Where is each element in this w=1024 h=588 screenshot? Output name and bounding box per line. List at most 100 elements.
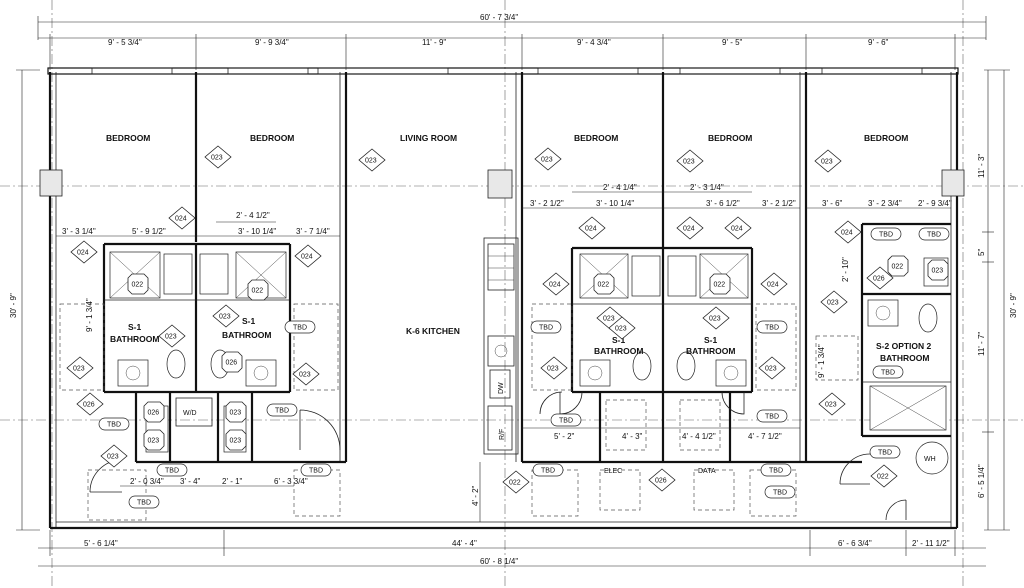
tag-023-9-text: 023 [765,366,777,373]
tbd-tag-1-text: TBD [293,325,307,332]
dim-left-10: 6' - 3 3/4" [274,477,308,486]
dim-left-5: 3' - 7 1/4" [296,227,330,236]
fixture-labels: W/D DW R/F ELEC DATA WH [175,369,936,475]
refrigerator-label: R/F [499,429,506,440]
tag-024-1: 024 [168,206,196,230]
dim-right-7: 3' - 6" [822,199,843,208]
tag-023-4: 023 [676,149,704,173]
tbd-tag-6-text: TBD [559,418,573,425]
bath-5-code: S-2 OPTION 2 [876,341,932,351]
door-swings [89,391,907,521]
tag-023-3: 023 [534,147,562,171]
tag-024-1-text: 024 [175,216,187,223]
oct-022-1: 022 [127,273,149,295]
tag-023-17: 023 [608,316,636,340]
top-dim-5: 9' - 5" [722,38,743,47]
tag-023-2: 023 [358,148,386,172]
tag-023-10-text: 023 [827,300,839,307]
tag-023-6-text: 023 [73,366,85,373]
tag-024-5-text: 024 [767,282,779,289]
tag-023-1-text: 023 [211,155,223,162]
right-dim-3: 11' - 7" [977,332,986,356]
oct-023-3: 023 [225,429,247,451]
bath-3-name: BATHROOM [594,346,643,356]
oct-022-1-text: 022 [132,282,144,289]
tag-024-3: 024 [294,244,322,268]
top-dim-2: 9' - 9 3/4" [255,38,289,47]
tag-023-11-text: 023 [825,402,837,409]
tag-023-17-text: 023 [615,326,627,333]
tbd-tag-2-text: TBD [539,325,553,332]
tag-023-7-text: 023 [299,372,311,379]
tbd-tag-7-text: TBD [765,414,779,421]
oct-022-3-text: 022 [598,282,610,289]
top-dim-4: 9' - 4 3/4" [577,38,611,47]
tbd-tag-8-text: TBD [165,468,179,475]
dim-right-14: 4' - 4 1/2" [682,432,716,441]
oct-022-5: 022 [887,255,909,277]
tag-023-11: 023 [818,392,846,416]
window-frames [91,67,923,75]
tag-023-14: 023 [212,304,240,328]
dim-left-3: 2' - 4 1/2" [236,211,270,220]
tbd-tag-15: TBD [918,227,950,241]
overall-bottom-width: 60' - 8 1/4" [480,557,518,566]
bath-3-code: S-1 [612,335,626,345]
oct-023-3-text: 023 [230,438,242,445]
tbd-tag-9: TBD [300,463,332,477]
tag-026-3-text: 026 [873,276,885,283]
room-labels: BEDROOM BEDROOM LIVING ROOM BEDROOM BEDR… [106,133,932,363]
tag-023-9: 023 [758,356,786,380]
tag-024-4: 024 [542,272,570,296]
bottom-dim-1: 5' - 6 1/4" [84,539,118,548]
bath-2-code: S-1 [242,316,256,326]
tbd-tag-16-text: TBD [881,370,895,377]
oct-023-1-text: 023 [230,410,242,417]
tag-026-2: 026 [648,468,676,492]
oct-026-2-text: 026 [226,360,238,367]
dim-right-2: 2' - 3 1/4" [690,183,724,192]
water-heater-label: WH [924,456,936,463]
tbd-tag-3-text: TBD [765,325,779,332]
tag-023-2-text: 023 [365,158,377,165]
tag-024-6-text: 024 [585,226,597,233]
tag-023-12-text: 023 [107,454,119,461]
exterior-walls [39,67,965,530]
oct-026-1: 026 [143,401,165,423]
dim-right-1: 2' - 4 1/4" [603,183,637,192]
dim-left-6: 9' - 1 3/4" [85,298,94,332]
interior-dims-right: 2' - 4 1/4" 2' - 3 1/4" 3' - 2 1/2" 3' -… [471,183,952,522]
tag-024-2-text: 024 [77,250,89,257]
tag-024-4-text: 024 [549,282,561,289]
dim-right-16: 4' - 2" [471,485,480,506]
tbd-tag-17-text: TBD [878,450,892,457]
oct-022-2-text: 022 [252,288,264,295]
right-dim-2: 5" [977,249,986,256]
top-dim-3: 11' - 9" [422,38,446,47]
tbd-tag-12: TBD [128,495,160,509]
washer-dryer-label: W/D [183,410,197,417]
tag-023-15-text: 023 [603,316,615,323]
oct-023-1: 023 [225,401,247,423]
tbd-tag-14: TBD [870,227,902,241]
dim-left-7: 2' - 0 3/4" [130,477,164,486]
right-dim-4: 6' - 5 1/4" [977,464,986,498]
tbd-tag-4: TBD [98,417,130,431]
tag-024-9: 024 [834,220,862,244]
tag-024-8: 024 [724,216,752,240]
dim-right-6: 3' - 2 1/2" [762,199,796,208]
tag-022-1: 022 [502,470,530,494]
bottom-dim-2: 44' - 4" [452,539,477,548]
overall-dimensions: 60' - 7 3/4" 9' - 5 3/4" 9' - 9 3/4" 11'… [9,13,1018,567]
overall-top-width: 60' - 7 3/4" [480,13,518,22]
tbd-tag-11: TBD [760,463,792,477]
dim-right-15: 4' - 7 1/2" [748,432,782,441]
tbd-tag-15-text: TBD [927,232,941,239]
tbd-tag-7: TBD [756,409,788,423]
tag-024-2: 024 [70,240,98,264]
bathroom-fixtures [109,251,949,475]
tbd-tag-6: TBD [550,413,582,427]
overall-left-height: 30' - 9" [9,293,18,318]
tag-026-1: 026 [76,392,104,416]
tbd-tag-5-text: TBD [275,408,289,415]
